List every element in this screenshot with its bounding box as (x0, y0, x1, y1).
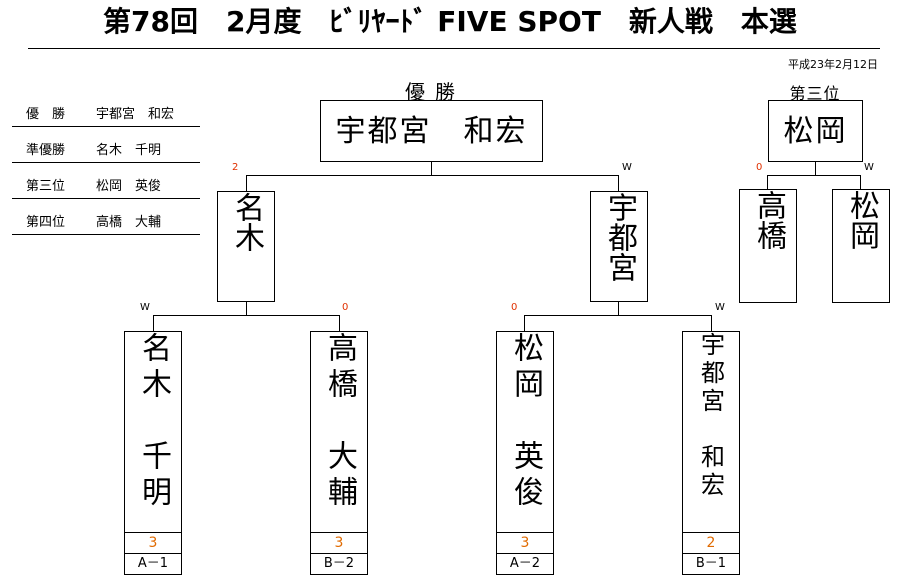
third-place-player-box: 高橋 (739, 189, 797, 303)
player-card: 名木 千明 3 A－1 (124, 331, 182, 575)
seed-label: A－1 (125, 553, 181, 574)
event-date: 平成23年2月12日 (788, 58, 878, 71)
match-mark: W (140, 302, 150, 313)
third-place-heading: 第三位 (789, 84, 841, 103)
player-card: 宇都宮 和宏 2 B－1 (682, 331, 740, 575)
bracket-line (524, 315, 712, 316)
result-row: 優 勝 宇都宮 和宏 (12, 104, 200, 127)
result-name: 松岡 英俊 (96, 179, 162, 194)
bracket-line (711, 315, 712, 331)
bracket-line (246, 175, 619, 176)
player-name: 名木 (229, 192, 264, 252)
player-name: 名木 千明 (136, 332, 171, 512)
player-name: 宇都宮 (602, 192, 637, 282)
champion-box: 宇都宮 和宏 (320, 100, 543, 162)
player-score: 3 (311, 532, 367, 553)
result-row: 準優勝 名木 千明 (12, 140, 200, 163)
bracket-line (153, 315, 340, 316)
player-name: 高橋 大輔 (322, 332, 357, 512)
bracket-line (339, 315, 340, 331)
bracket-line (815, 162, 816, 175)
result-rank: 優 勝 (26, 107, 66, 122)
match-mark: 0 (342, 302, 349, 313)
player-name: 宇都宮 和宏 (696, 332, 725, 500)
page-title: 第78回 2月度 ﾋﾞﾘﾔｰﾄﾞ FIVE SPOT 新人戦 本選 (103, 5, 797, 38)
player-card: 高橋 大輔 3 B－2 (310, 331, 368, 575)
third-place-winner-box: 松岡 (768, 100, 863, 162)
third-place-player-box: 松岡 (832, 189, 890, 303)
match-mark: W (622, 162, 632, 173)
player-name: 松岡 英俊 (508, 332, 543, 512)
match-mark: 0 (511, 302, 518, 313)
match-mark: 0 (756, 162, 763, 173)
result-rank: 準優勝 (26, 143, 66, 158)
match-mark: 2 (232, 162, 239, 173)
player-score: 2 (683, 532, 739, 553)
bracket-line (860, 175, 861, 189)
result-row: 第四位 高橋 大輔 (12, 212, 200, 235)
seed-label: A－2 (497, 553, 553, 574)
result-name: 宇都宮 和宏 (96, 107, 175, 122)
bracket-line (618, 302, 619, 315)
seed-label: B－1 (683, 553, 739, 574)
result-name: 名木 千明 (96, 143, 162, 158)
bracket-line (618, 175, 619, 191)
bracket-line (431, 162, 432, 175)
player-score: 3 (125, 532, 181, 553)
player-name: 松岡 (844, 190, 879, 250)
bracket-line (767, 175, 768, 189)
result-row: 第三位 松岡 英俊 (12, 176, 200, 199)
bracket-line (153, 315, 154, 331)
player-name: 高橋 (751, 190, 786, 250)
seed-label: B－2 (311, 553, 367, 574)
player-card: 松岡 英俊 3 A－2 (496, 331, 554, 575)
result-rank: 第四位 (26, 215, 66, 230)
result-rank: 第三位 (26, 179, 66, 194)
bracket-line (246, 175, 247, 191)
bracket-line (767, 175, 861, 176)
player-score: 3 (497, 532, 553, 553)
match-mark: W (864, 162, 874, 173)
bracket-line (524, 315, 525, 331)
title-rule (28, 48, 880, 49)
semifinalist-box: 宇都宮 (590, 191, 648, 302)
bracket-line (246, 302, 247, 315)
semifinalist-box: 名木 (217, 191, 275, 302)
match-mark: W (715, 302, 725, 313)
result-name: 高橋 大輔 (96, 215, 162, 230)
